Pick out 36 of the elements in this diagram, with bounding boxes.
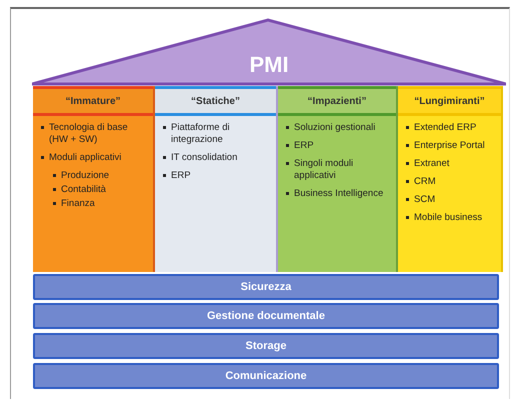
foundation-band [33, 274, 499, 300]
bullet-item: Enterprise Portal [406, 140, 497, 152]
bullet-item: Extended ERP [406, 122, 497, 134]
bullet-item: Tecnologia di base (HW + SW) [41, 122, 149, 146]
bullet-item: Soluzioni gestionali [286, 122, 392, 134]
column-title: “Lungimiranti” [414, 96, 485, 106]
pillar-column [155, 86, 278, 272]
band-title: Comunicazione [225, 370, 307, 382]
bullet-item: SCM [406, 194, 497, 206]
column-title: “Immature” [65, 96, 120, 106]
column-title: “Statiche” [191, 96, 240, 106]
bullet-item: Mobile business [406, 212, 497, 224]
pillar-column [278, 86, 398, 272]
bullet-item: Extranet [406, 158, 497, 170]
bullet-item: Contabilità [53, 184, 149, 196]
foundation-band [33, 363, 499, 389]
bullet-item: ERP [286, 140, 392, 152]
bullet-item: Produzione [53, 170, 149, 182]
bullet-item: ERP [163, 170, 272, 182]
band-title: Storage [246, 340, 286, 352]
foundation-band [33, 303, 499, 329]
pillar-column [398, 86, 503, 272]
band-title: Sicurezza [240, 281, 292, 293]
bullet-item: CRM [406, 176, 497, 188]
roof-shape [32, 18, 506, 86]
bullet-item: IT consolidation [163, 152, 272, 164]
pillar-column [33, 86, 155, 272]
bullet-item: Business Intelligence [286, 188, 392, 200]
column-title: “Impazienti” [308, 96, 366, 106]
bullet-item: Singoli moduli applicativi [286, 158, 392, 182]
bullet-item: Piattaforme di integrazione [163, 122, 272, 146]
bullet-item: Moduli applicativi [41, 152, 149, 164]
roof-title: PMI [249, 52, 289, 78]
band-title: Gestione documentale [207, 310, 325, 322]
foundation-band [33, 333, 499, 359]
bullet-item: Finanza [53, 198, 149, 210]
